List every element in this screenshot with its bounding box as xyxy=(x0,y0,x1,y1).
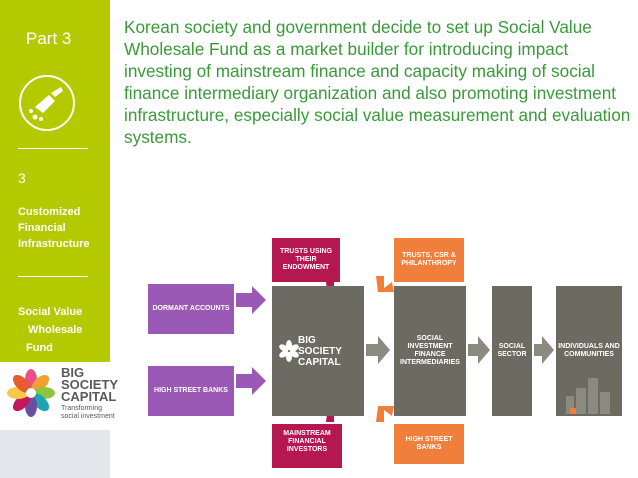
logo-tagline: social investment xyxy=(61,413,115,420)
logo-text: SOCIETY xyxy=(61,377,119,392)
city-buildings-icon xyxy=(566,378,610,414)
arrow-icon xyxy=(236,286,266,314)
watering-can-icon xyxy=(19,75,75,131)
section-title-line: Customized xyxy=(18,206,81,218)
sidebar xyxy=(0,0,110,430)
bsc-label: BIG xyxy=(298,334,316,346)
trusts-csr-box: TRUSTS, CSR & PHILANTHROPY xyxy=(394,238,464,282)
big-society-capital-logo: BIG SOCIETY CAPITAL Transforming social … xyxy=(5,365,125,425)
arrow-icon xyxy=(236,367,266,395)
subsection-title: Social Value Wholesale Fund xyxy=(18,303,82,357)
subsection-title-line: Wholesale xyxy=(28,324,83,336)
arrow-icon xyxy=(468,336,490,364)
section-number: 3 xyxy=(18,170,26,186)
funding-flow-diagram: DORMANT ACCOUNTS HIGH STREET BANKS TRUST… xyxy=(148,236,636,468)
social-sector-box: SOCIAL SECTOR xyxy=(492,286,532,416)
sifi-box: SOCIAL INVESTMENT FINANCE INTERMEDIARIES xyxy=(394,286,466,416)
divider xyxy=(18,148,88,149)
page-heading: Korean society and government decide to … xyxy=(124,17,631,147)
bsc-label: SOCIETY xyxy=(298,345,342,357)
logo-tagline: Transforming xyxy=(61,405,102,412)
subsection-title-line: Social Value xyxy=(18,306,83,318)
bsc-flower-icon xyxy=(279,340,299,362)
trusts-endowment-box: TRUSTS USING THEIR ENDOWMENT xyxy=(272,238,340,282)
arrow-icon xyxy=(366,336,390,364)
sidebar-footer xyxy=(0,430,110,478)
logo-text: CAPITAL xyxy=(61,389,117,404)
bsc-label: CAPITAL xyxy=(298,356,341,368)
section-title-line: Infrastructure xyxy=(18,238,90,250)
arrow-icon xyxy=(376,406,394,422)
arrow-icon xyxy=(534,336,554,364)
part-label: Part 3 xyxy=(26,29,72,48)
dormant-accounts-box: DORMANT ACCOUNTS xyxy=(148,284,234,334)
logo-text: BIG xyxy=(61,365,85,380)
high-street-banks-bottom-box: HIGH STREET BANKS xyxy=(394,424,464,464)
arrow-icon xyxy=(376,276,394,292)
high-street-banks-box: HIGH STREET BANKS xyxy=(148,366,234,416)
subsection-title-line: Fund xyxy=(26,342,53,354)
divider xyxy=(18,276,88,277)
section-title-line: Financial xyxy=(18,222,66,234)
section-title: Customized Financial Infrastructure xyxy=(18,204,90,252)
mainstream-investors-box: MAINSTREAM FINANCIAL INVESTORS xyxy=(272,424,342,468)
